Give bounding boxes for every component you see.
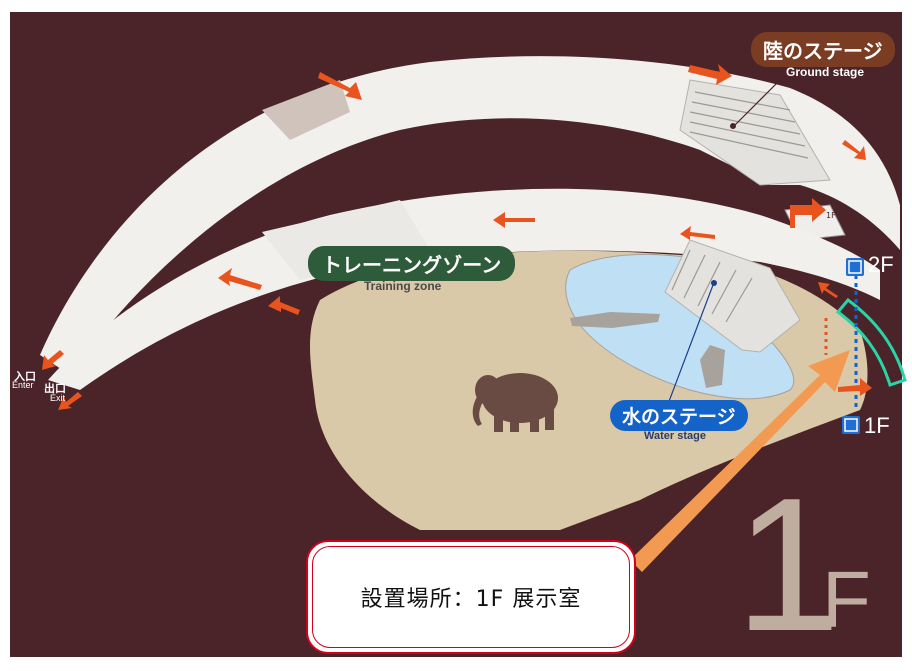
upper-walkway (40, 56, 900, 375)
water-stage-pointer (667, 284, 714, 405)
rock-1 (570, 312, 660, 328)
ground-stage-rows (689, 91, 809, 159)
direction-arrow-icon (42, 64, 872, 410)
ground-stage-dot (730, 123, 736, 129)
location-callout-text: 設置場所：1F 展示室 (360, 587, 582, 612)
training-zone-pill: トレーニングゾーン (308, 246, 516, 281)
training-building (262, 200, 430, 280)
ground-stage-pill: 陸のステージ (751, 32, 895, 67)
exit-caption: Exit (50, 393, 66, 403)
floor-1f-label: 1F (864, 413, 890, 438)
water-stage-dot (711, 280, 717, 286)
rock-2 (700, 345, 725, 388)
big-floor-letter: F (822, 555, 871, 644)
location-callout: 設置場所：1F 展示室 (306, 540, 636, 654)
callout-arrow (630, 350, 850, 572)
floor-2f-label: 2F (868, 252, 894, 277)
big-floor-number: 1 (735, 459, 841, 671)
to-1f-label: 1Fへ (826, 211, 844, 220)
ground-stage-pointer (734, 69, 791, 126)
exit-label: 出口 (44, 382, 66, 395)
water-stage-caption: Water stage (644, 430, 706, 442)
elevator-icon (842, 258, 864, 434)
ground-stage-stands (679, 79, 831, 186)
location-callout-inner: 設置場所：1F 展示室 (312, 546, 630, 648)
service-area-upper (262, 80, 350, 140)
entrance-caption: Enter (12, 380, 34, 390)
lower-walkway (48, 188, 880, 390)
water-stage-rows (671, 249, 753, 323)
ground-stage-caption: Ground stage (786, 65, 865, 79)
entrance-label: 入口 (14, 370, 36, 383)
training-zone-caption: Training zone (364, 279, 442, 293)
elephant-icon (472, 373, 558, 432)
water-stage-pill: 水のステージ (610, 400, 748, 431)
